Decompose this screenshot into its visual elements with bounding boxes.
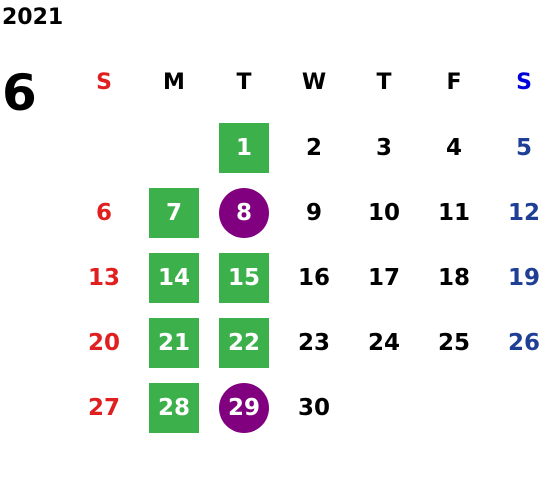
day-number: 25 <box>437 329 470 356</box>
day-number: 28 <box>149 382 199 433</box>
weekday-header-wednesday: W <box>301 70 327 95</box>
day-number: 4 <box>445 134 462 161</box>
day-number: 23 <box>297 329 330 356</box>
day-number: 3 <box>375 134 392 161</box>
day-cell-19[interactable]: 19 <box>489 245 548 310</box>
day-cell-17[interactable]: 17 <box>349 245 419 310</box>
day-number: 30 <box>297 394 330 421</box>
day-cell-28[interactable]: 28 <box>139 375 209 440</box>
day-number: 2 <box>305 134 322 161</box>
weekday-header-friday: F <box>446 70 462 95</box>
day-cell-18[interactable]: 18 <box>419 245 489 310</box>
day-number: 8 <box>219 187 269 238</box>
day-number: 10 <box>367 199 400 226</box>
day-cell-11[interactable]: 11 <box>419 180 489 245</box>
day-cell-26[interactable]: 26 <box>489 310 548 375</box>
day-cell-6[interactable]: 6 <box>69 180 139 245</box>
day-number: 13 <box>87 264 120 291</box>
day-cell-14[interactable]: 14 <box>139 245 209 310</box>
weekday-header-monday: M <box>163 70 185 95</box>
weekday-header-tuesday: T <box>236 70 252 95</box>
day-number: 17 <box>367 264 400 291</box>
day-cell-5[interactable]: 5 <box>489 115 548 180</box>
year-label: 2021 <box>2 5 64 30</box>
day-number: 21 <box>149 317 199 368</box>
day-cell-21[interactable]: 21 <box>139 310 209 375</box>
day-cell-7[interactable]: 7 <box>139 180 209 245</box>
day-cell-27[interactable]: 27 <box>69 375 139 440</box>
day-cell-9[interactable]: 9 <box>279 180 349 245</box>
day-number: 12 <box>507 199 540 226</box>
day-number: 20 <box>87 329 120 356</box>
day-number: 26 <box>507 329 540 356</box>
day-cell-2[interactable]: 2 <box>279 115 349 180</box>
day-number: 11 <box>437 199 470 226</box>
day-cell-23[interactable]: 23 <box>279 310 349 375</box>
weekday-header-thursday: T <box>376 70 392 95</box>
day-cell-12[interactable]: 12 <box>489 180 548 245</box>
day-number: 6 <box>95 199 112 226</box>
day-number: 22 <box>219 317 269 368</box>
day-cell-25[interactable]: 25 <box>419 310 489 375</box>
day-cell-22[interactable]: 22 <box>209 310 279 375</box>
day-number: 15 <box>219 252 269 303</box>
day-cell-24[interactable]: 24 <box>349 310 419 375</box>
weekday-header-sunday: S <box>96 70 112 95</box>
day-number: 14 <box>149 252 199 303</box>
day-cell-15[interactable]: 15 <box>209 245 279 310</box>
weekday-header-saturday: S <box>516 70 532 95</box>
day-cell-1[interactable]: 1 <box>209 115 279 180</box>
day-number: 16 <box>297 264 330 291</box>
day-number: 24 <box>367 329 400 356</box>
day-cell-20[interactable]: 20 <box>69 310 139 375</box>
day-number: 1 <box>219 122 269 173</box>
day-number: 19 <box>507 264 540 291</box>
day-cell-8[interactable]: 8 <box>209 180 279 245</box>
day-number: 27 <box>87 394 120 421</box>
day-cell-16[interactable]: 16 <box>279 245 349 310</box>
day-number: 5 <box>515 134 532 161</box>
day-number: 18 <box>437 264 470 291</box>
day-number: 7 <box>149 187 199 238</box>
day-cell-4[interactable]: 4 <box>419 115 489 180</box>
day-cell-30[interactable]: 30 <box>279 375 349 440</box>
month-number: 6 <box>2 64 37 122</box>
day-cell-13[interactable]: 13 <box>69 245 139 310</box>
day-number: 9 <box>305 199 322 226</box>
day-number: 29 <box>219 382 269 433</box>
day-cell-29[interactable]: 29 <box>209 375 279 440</box>
day-cell-10[interactable]: 10 <box>349 180 419 245</box>
day-cell-3[interactable]: 3 <box>349 115 419 180</box>
